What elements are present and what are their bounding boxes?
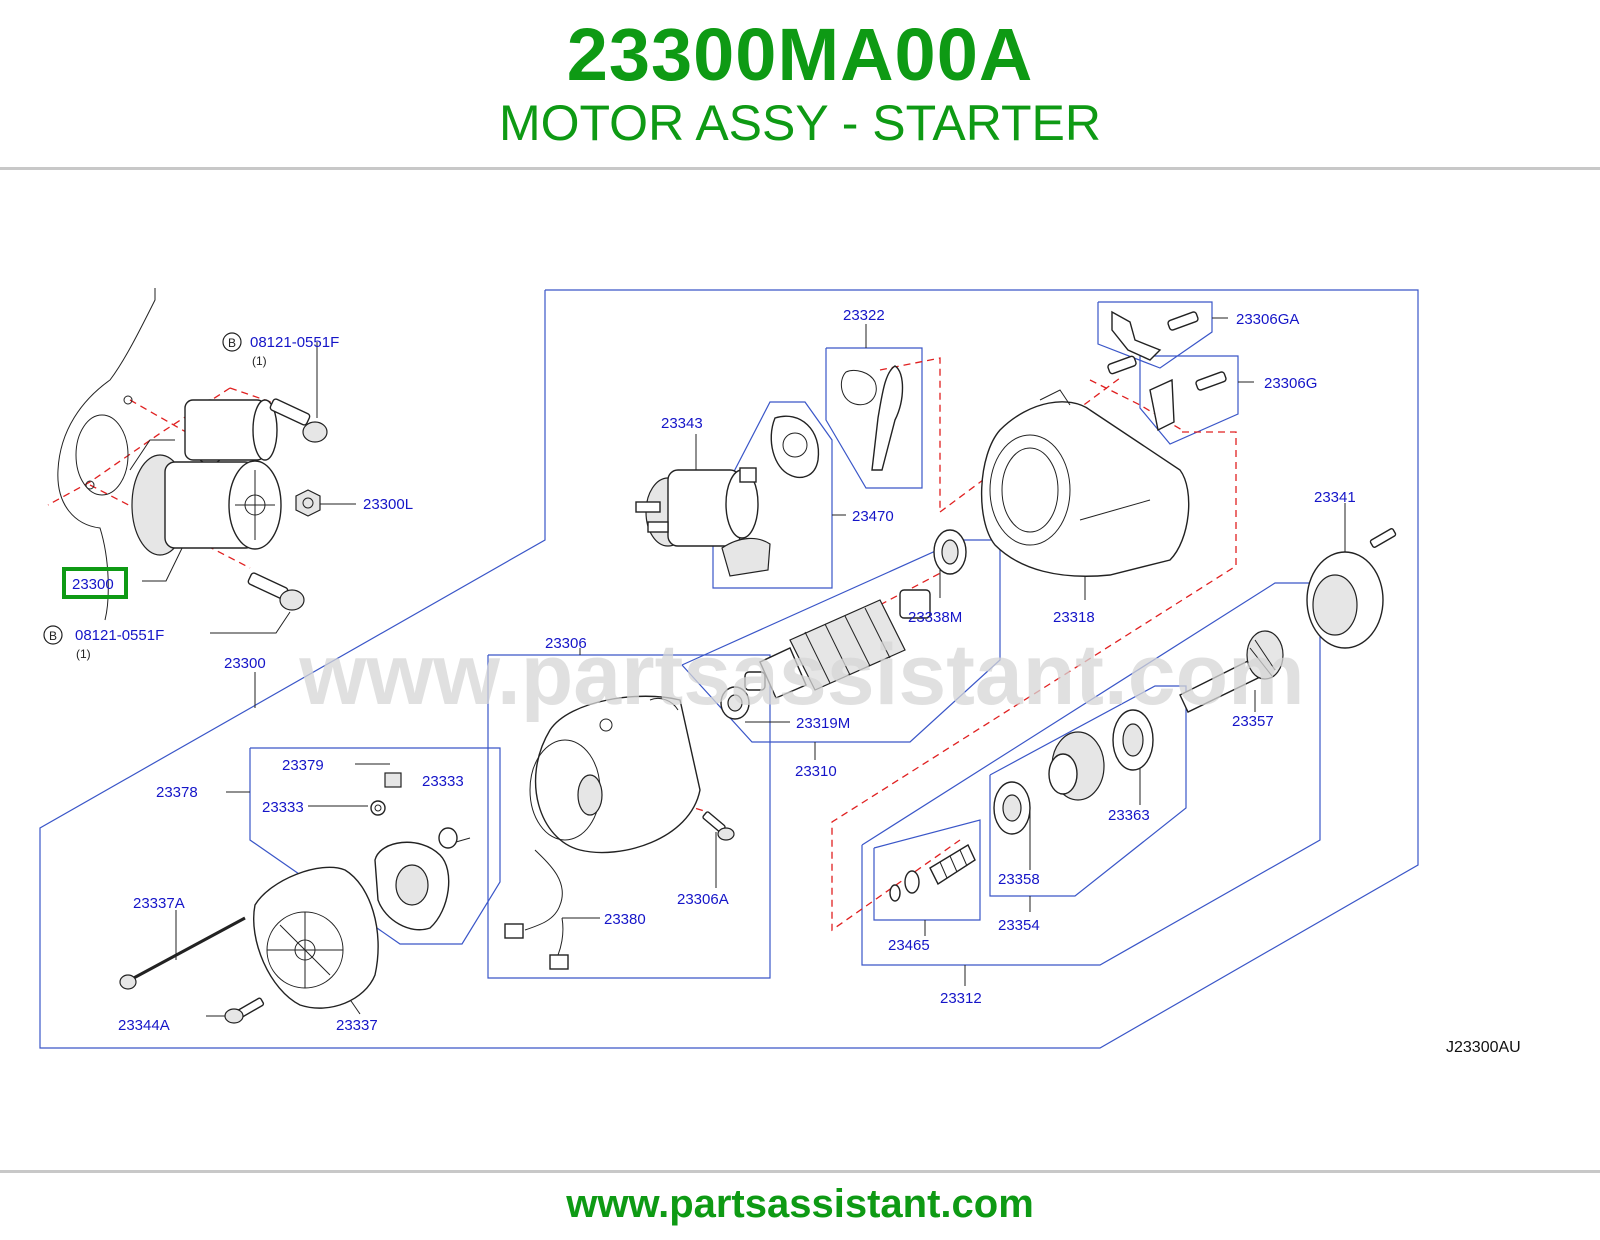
- label-23379[interactable]: 23379: [282, 757, 324, 774]
- label-23300[interactable]: 23300: [224, 655, 266, 672]
- group-23306GA-outline: [1097, 301, 1213, 369]
- bolt-08121-top-drawing: [269, 398, 328, 443]
- label-23337[interactable]: 23337: [336, 1017, 378, 1034]
- label-23378[interactable]: 23378: [156, 784, 198, 801]
- gasket-23470-drawing: [721, 415, 820, 577]
- label-23319M[interactable]: 23319M: [796, 715, 850, 732]
- exploded-view-svg: B B 08121-0551F (1) 23300L 23300 08121-0…: [39, 288, 1521, 1056]
- label-23312[interactable]: 23312: [940, 990, 982, 1007]
- label-23354[interactable]: 23354: [998, 917, 1040, 934]
- label-bolt-bottom[interactable]: 08121-0551F: [75, 627, 164, 644]
- group-23306-outline: [487, 654, 771, 979]
- group-23312-outline: [861, 582, 1321, 966]
- label-23306[interactable]: 23306: [545, 635, 587, 652]
- spring-set-23465-drawing: [889, 843, 976, 902]
- label-23338M[interactable]: 23338M: [908, 609, 962, 626]
- guide-dash-5: [879, 357, 941, 512]
- armature-23310-drawing: [744, 589, 931, 699]
- bolt-badge-top: B: [222, 332, 242, 352]
- overrunning-clutch-drawing: [1048, 731, 1105, 801]
- label-23306G[interactable]: 23306G: [1264, 375, 1317, 392]
- parts-diagram: B B 08121-0551F (1) 23300L 23300 08121-0…: [0, 260, 1600, 1070]
- label-23343[interactable]: 23343: [661, 415, 703, 432]
- through-bolt-23337A-drawing: [119, 916, 246, 990]
- gear-housing-23318-drawing: [980, 389, 1190, 577]
- part-number-title: 23300MA00A: [566, 13, 1034, 96]
- label-bolt-bottom-qty: (1): [76, 647, 91, 661]
- lever-23322-drawing: [840, 365, 904, 471]
- highlight-frame-23300: [62, 567, 128, 599]
- bearing-23358-drawing: [993, 781, 1031, 835]
- screw-23306A-drawing: [702, 811, 735, 841]
- spring-23333-drawing: [370, 800, 386, 816]
- leader-lines: [142, 317, 1346, 1017]
- label-23380[interactable]: 23380: [604, 911, 646, 928]
- nut-23300L-drawing: [295, 489, 321, 517]
- label-23300-highlighted[interactable]: 23300: [72, 576, 114, 593]
- bearing-23319M-drawing: [720, 686, 750, 720]
- footer-url-link[interactable]: www.partsassistant.com: [566, 1182, 1034, 1226]
- group-23322-outline: [825, 347, 923, 489]
- group-23465-outline: [873, 819, 981, 921]
- label-23310[interactable]: 23310: [795, 763, 837, 780]
- header-divider: [0, 167, 1600, 170]
- diagram-ref-code: J23300AU: [1446, 1039, 1521, 1056]
- cover-23341-drawing: [1306, 528, 1397, 649]
- spring-23333-b-drawing: [438, 827, 471, 849]
- page-header: 23300MA00A MOTOR ASSY - STARTER: [0, 0, 1600, 168]
- bracket-23306G-drawing: [1149, 371, 1227, 432]
- bolt-badge-bottom: B: [43, 625, 63, 645]
- label-23318[interactable]: 23318: [1053, 609, 1095, 626]
- label-23344A[interactable]: 23344A: [118, 1017, 170, 1034]
- part-name-subtitle: MOTOR ASSY - STARTER: [499, 95, 1101, 151]
- brush-lead-23380-drawing: [504, 849, 569, 970]
- starter-motor-assembly-drawing: [129, 399, 282, 556]
- label-bolt-top-qty: (1): [252, 354, 267, 368]
- label-23333-a[interactable]: 23333: [422, 773, 464, 790]
- yoke-23306-drawing: [529, 695, 701, 854]
- label-23337A[interactable]: 23337A: [133, 895, 185, 912]
- svg-text:B: B: [228, 336, 236, 350]
- footer-divider: [0, 1170, 1600, 1173]
- bolt-08121-bottom-drawing: [247, 572, 305, 611]
- solenoid-23343-drawing: [635, 467, 759, 547]
- label-23306A[interactable]: 23306A: [677, 891, 729, 908]
- assembly-outline: [39, 289, 1419, 1049]
- group-23378-outline: [249, 747, 501, 945]
- label-23465[interactable]: 23465: [888, 937, 930, 954]
- svg-text:B: B: [49, 629, 57, 643]
- pinion-shaft-23357-drawing: [1179, 630, 1284, 713]
- brush-23379-drawing: [384, 772, 402, 788]
- label-23341[interactable]: 23341: [1314, 489, 1356, 506]
- guide-dash-2: [129, 399, 201, 441]
- group-23354-outline: [989, 685, 1187, 897]
- label-23300L[interactable]: 23300L: [363, 496, 413, 513]
- rear-cover-23337-drawing: [253, 866, 379, 1009]
- group-23470-outline: [712, 401, 833, 589]
- engine-plate-drawing: [57, 288, 156, 621]
- group-23306G-outline: [1139, 355, 1239, 445]
- label-23333-b[interactable]: 23333: [262, 799, 304, 816]
- label-23306GA[interactable]: 23306GA: [1236, 311, 1299, 328]
- bearing-23363-drawing: [1112, 709, 1154, 771]
- screw-23344A-drawing: [224, 997, 265, 1024]
- label-23470[interactable]: 23470: [852, 508, 894, 525]
- label-bolt-top[interactable]: 08121-0551F: [250, 334, 339, 351]
- label-23363[interactable]: 23363: [1108, 807, 1150, 824]
- label-23357[interactable]: 23357: [1232, 713, 1274, 730]
- bracket-23306GA-drawing: [1107, 310, 1199, 375]
- label-23358[interactable]: 23358: [998, 871, 1040, 888]
- bearing-23338M-drawing: [933, 529, 967, 575]
- label-23322[interactable]: 23322: [843, 307, 885, 324]
- brush-holder-drawing: [374, 841, 450, 931]
